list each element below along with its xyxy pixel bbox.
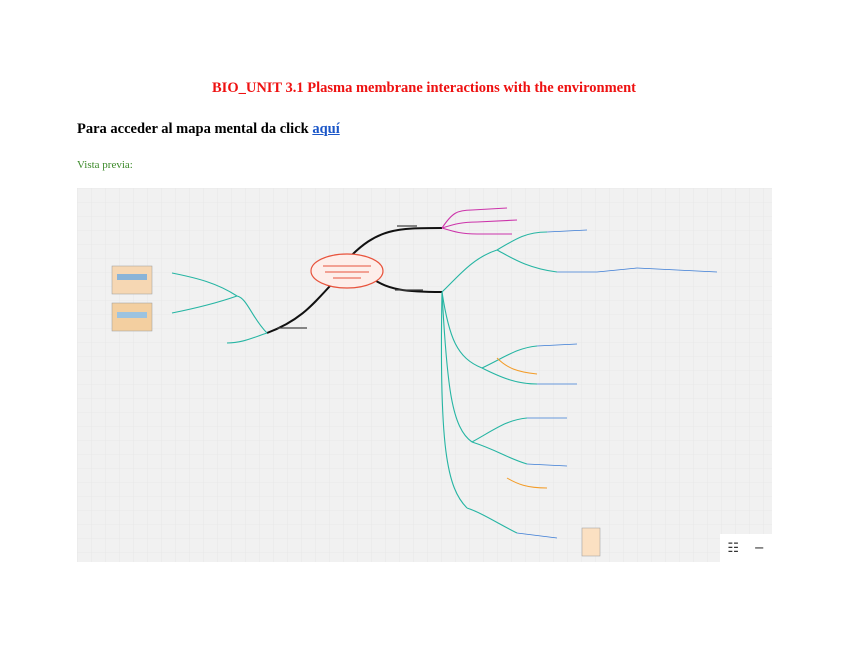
- fit-screen-icon[interactable]: ☷: [727, 540, 740, 556]
- mindmap-preview[interactable]: ☷ −: [77, 188, 772, 562]
- branch-right-orange: [496, 357, 548, 489]
- minus-icon[interactable]: −: [753, 540, 765, 556]
- branch-top: [441, 207, 518, 235]
- grid-background: [77, 188, 772, 562]
- branch-left: [171, 272, 268, 344]
- page-title: BIO_UNIT 3.1 Plasma membrane interaction…: [212, 80, 636, 96]
- preview-label: Vista previa:: [77, 159, 133, 171]
- trunk-labels: [277, 225, 423, 329]
- branch-right: [440, 231, 558, 534]
- access-text: Para acceder al mapa mental da click: [77, 121, 313, 137]
- central-node[interactable]: [310, 253, 384, 289]
- mindmap-canvas: [77, 188, 772, 562]
- branch-right-leaves: [516, 229, 718, 539]
- mindmap-controls: ☷ −: [720, 534, 772, 562]
- image-node-3[interactable]: [581, 527, 601, 557]
- mindmap-link[interactable]: aquí: [312, 121, 340, 137]
- image-node-2[interactable]: [111, 302, 153, 332]
- image-node-1[interactable]: [111, 265, 153, 295]
- access-instruction: Para acceder al mapa mental da click aqu…: [77, 121, 340, 138]
